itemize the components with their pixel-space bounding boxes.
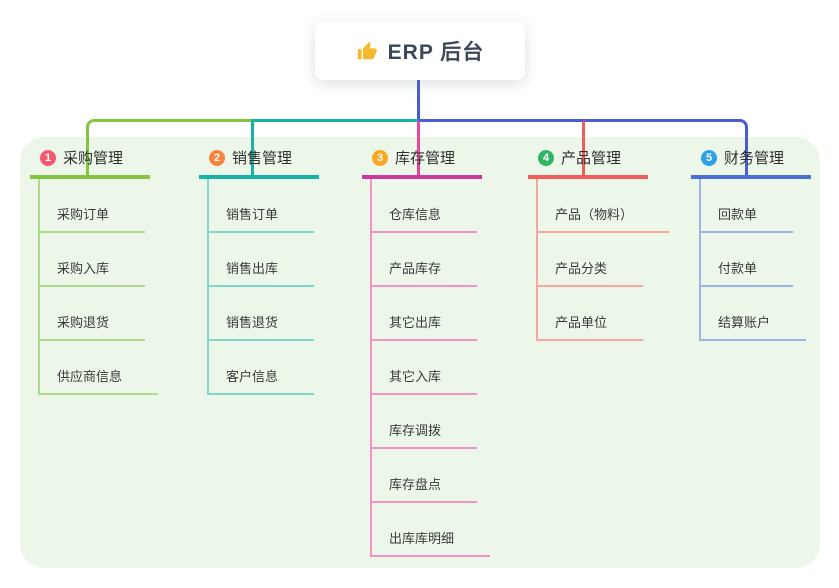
- child-node[interactable]: 销售出库: [209, 233, 315, 287]
- child-node[interactable]: 库存盘点: [372, 449, 478, 503]
- thumbs-up-icon: [356, 40, 378, 62]
- root-node[interactable]: ERP 后台: [315, 22, 525, 80]
- branch-header-inventory[interactable]: 3 库存管理: [362, 146, 482, 179]
- branch-number-badge: 1: [40, 149, 56, 166]
- child-node[interactable]: 销售订单: [209, 179, 315, 233]
- child-node[interactable]: 销售退货: [209, 287, 315, 341]
- branches-panel: [20, 137, 820, 568]
- child-node[interactable]: 产品单位: [538, 287, 644, 341]
- branch-header-finance[interactable]: 5 财务管理: [691, 146, 811, 179]
- connector-bar-teal: [252, 119, 419, 122]
- connector-drop-teal: [251, 119, 254, 176]
- child-node[interactable]: 供应商信息: [40, 341, 159, 395]
- branch-number-badge: 2: [209, 149, 225, 166]
- child-node[interactable]: 出库库明细: [372, 503, 491, 557]
- child-node[interactable]: 其它入库: [372, 341, 478, 395]
- child-node[interactable]: 产品库存: [372, 233, 478, 287]
- branch-number-badge: 4: [538, 149, 554, 166]
- branch-label: 财务管理: [724, 150, 785, 167]
- connector-drop-red: [582, 121, 585, 176]
- branch-header-purchase[interactable]: 1 采购管理: [30, 146, 150, 179]
- child-node[interactable]: 采购退货: [40, 287, 146, 341]
- branch-product: 4 产品管理 产品（物料） 产品分类 产品单位: [528, 146, 670, 341]
- branch-label: 产品管理: [561, 150, 622, 167]
- branch-finance: 5 财务管理 回款单 付款单 结算账户: [691, 146, 811, 341]
- child-node[interactable]: 产品分类: [538, 233, 644, 287]
- branch-children: 采购订单 采购入库 采购退货 供应商信息: [38, 179, 159, 395]
- connector-root-drop: [417, 80, 420, 121]
- branch-label: 销售管理: [232, 150, 293, 167]
- branch-label: 采购管理: [63, 150, 124, 167]
- child-node[interactable]: 结算账户: [701, 287, 807, 341]
- branch-sales: 2 销售管理 销售订单 销售出库 销售退货 客户信息: [199, 146, 319, 395]
- child-node[interactable]: 采购入库: [40, 233, 146, 287]
- child-node[interactable]: 其它出库: [372, 287, 478, 341]
- child-node[interactable]: 库存调拨: [372, 395, 478, 449]
- connector-bar-blue: [418, 119, 748, 176]
- child-node[interactable]: 产品（物料）: [538, 179, 670, 233]
- connector-bar-green: [86, 119, 252, 176]
- branch-children: 销售订单 销售出库 销售退货 客户信息: [207, 179, 319, 395]
- branch-purchase: 1 采购管理 采购订单 采购入库 采购退货 供应商信息: [30, 146, 159, 395]
- branch-number-badge: 3: [372, 149, 388, 166]
- branch-number-badge: 5: [701, 149, 717, 166]
- branch-label: 库存管理: [395, 150, 456, 167]
- branch-inventory: 3 库存管理 仓库信息 产品库存 其它出库 其它入库 库存调拨 库存盘点 出库库…: [362, 146, 491, 557]
- child-node[interactable]: 回款单: [701, 179, 794, 233]
- branch-children: 回款单 付款单 结算账户: [699, 179, 811, 341]
- child-node[interactable]: 付款单: [701, 233, 794, 287]
- branch-header-product[interactable]: 4 产品管理: [528, 146, 648, 179]
- root-node-label: ERP 后台: [387, 41, 485, 64]
- branch-header-sales[interactable]: 2 销售管理: [199, 146, 319, 179]
- child-node[interactable]: 客户信息: [209, 341, 315, 395]
- branch-children: 仓库信息 产品库存 其它出库 其它入库 库存调拨 库存盘点 出库库明细: [370, 179, 491, 557]
- branch-children: 产品（物料） 产品分类 产品单位: [536, 179, 670, 341]
- child-node[interactable]: 仓库信息: [372, 179, 478, 233]
- child-node[interactable]: 采购订单: [40, 179, 146, 233]
- connector-drop-magenta: [417, 121, 420, 176]
